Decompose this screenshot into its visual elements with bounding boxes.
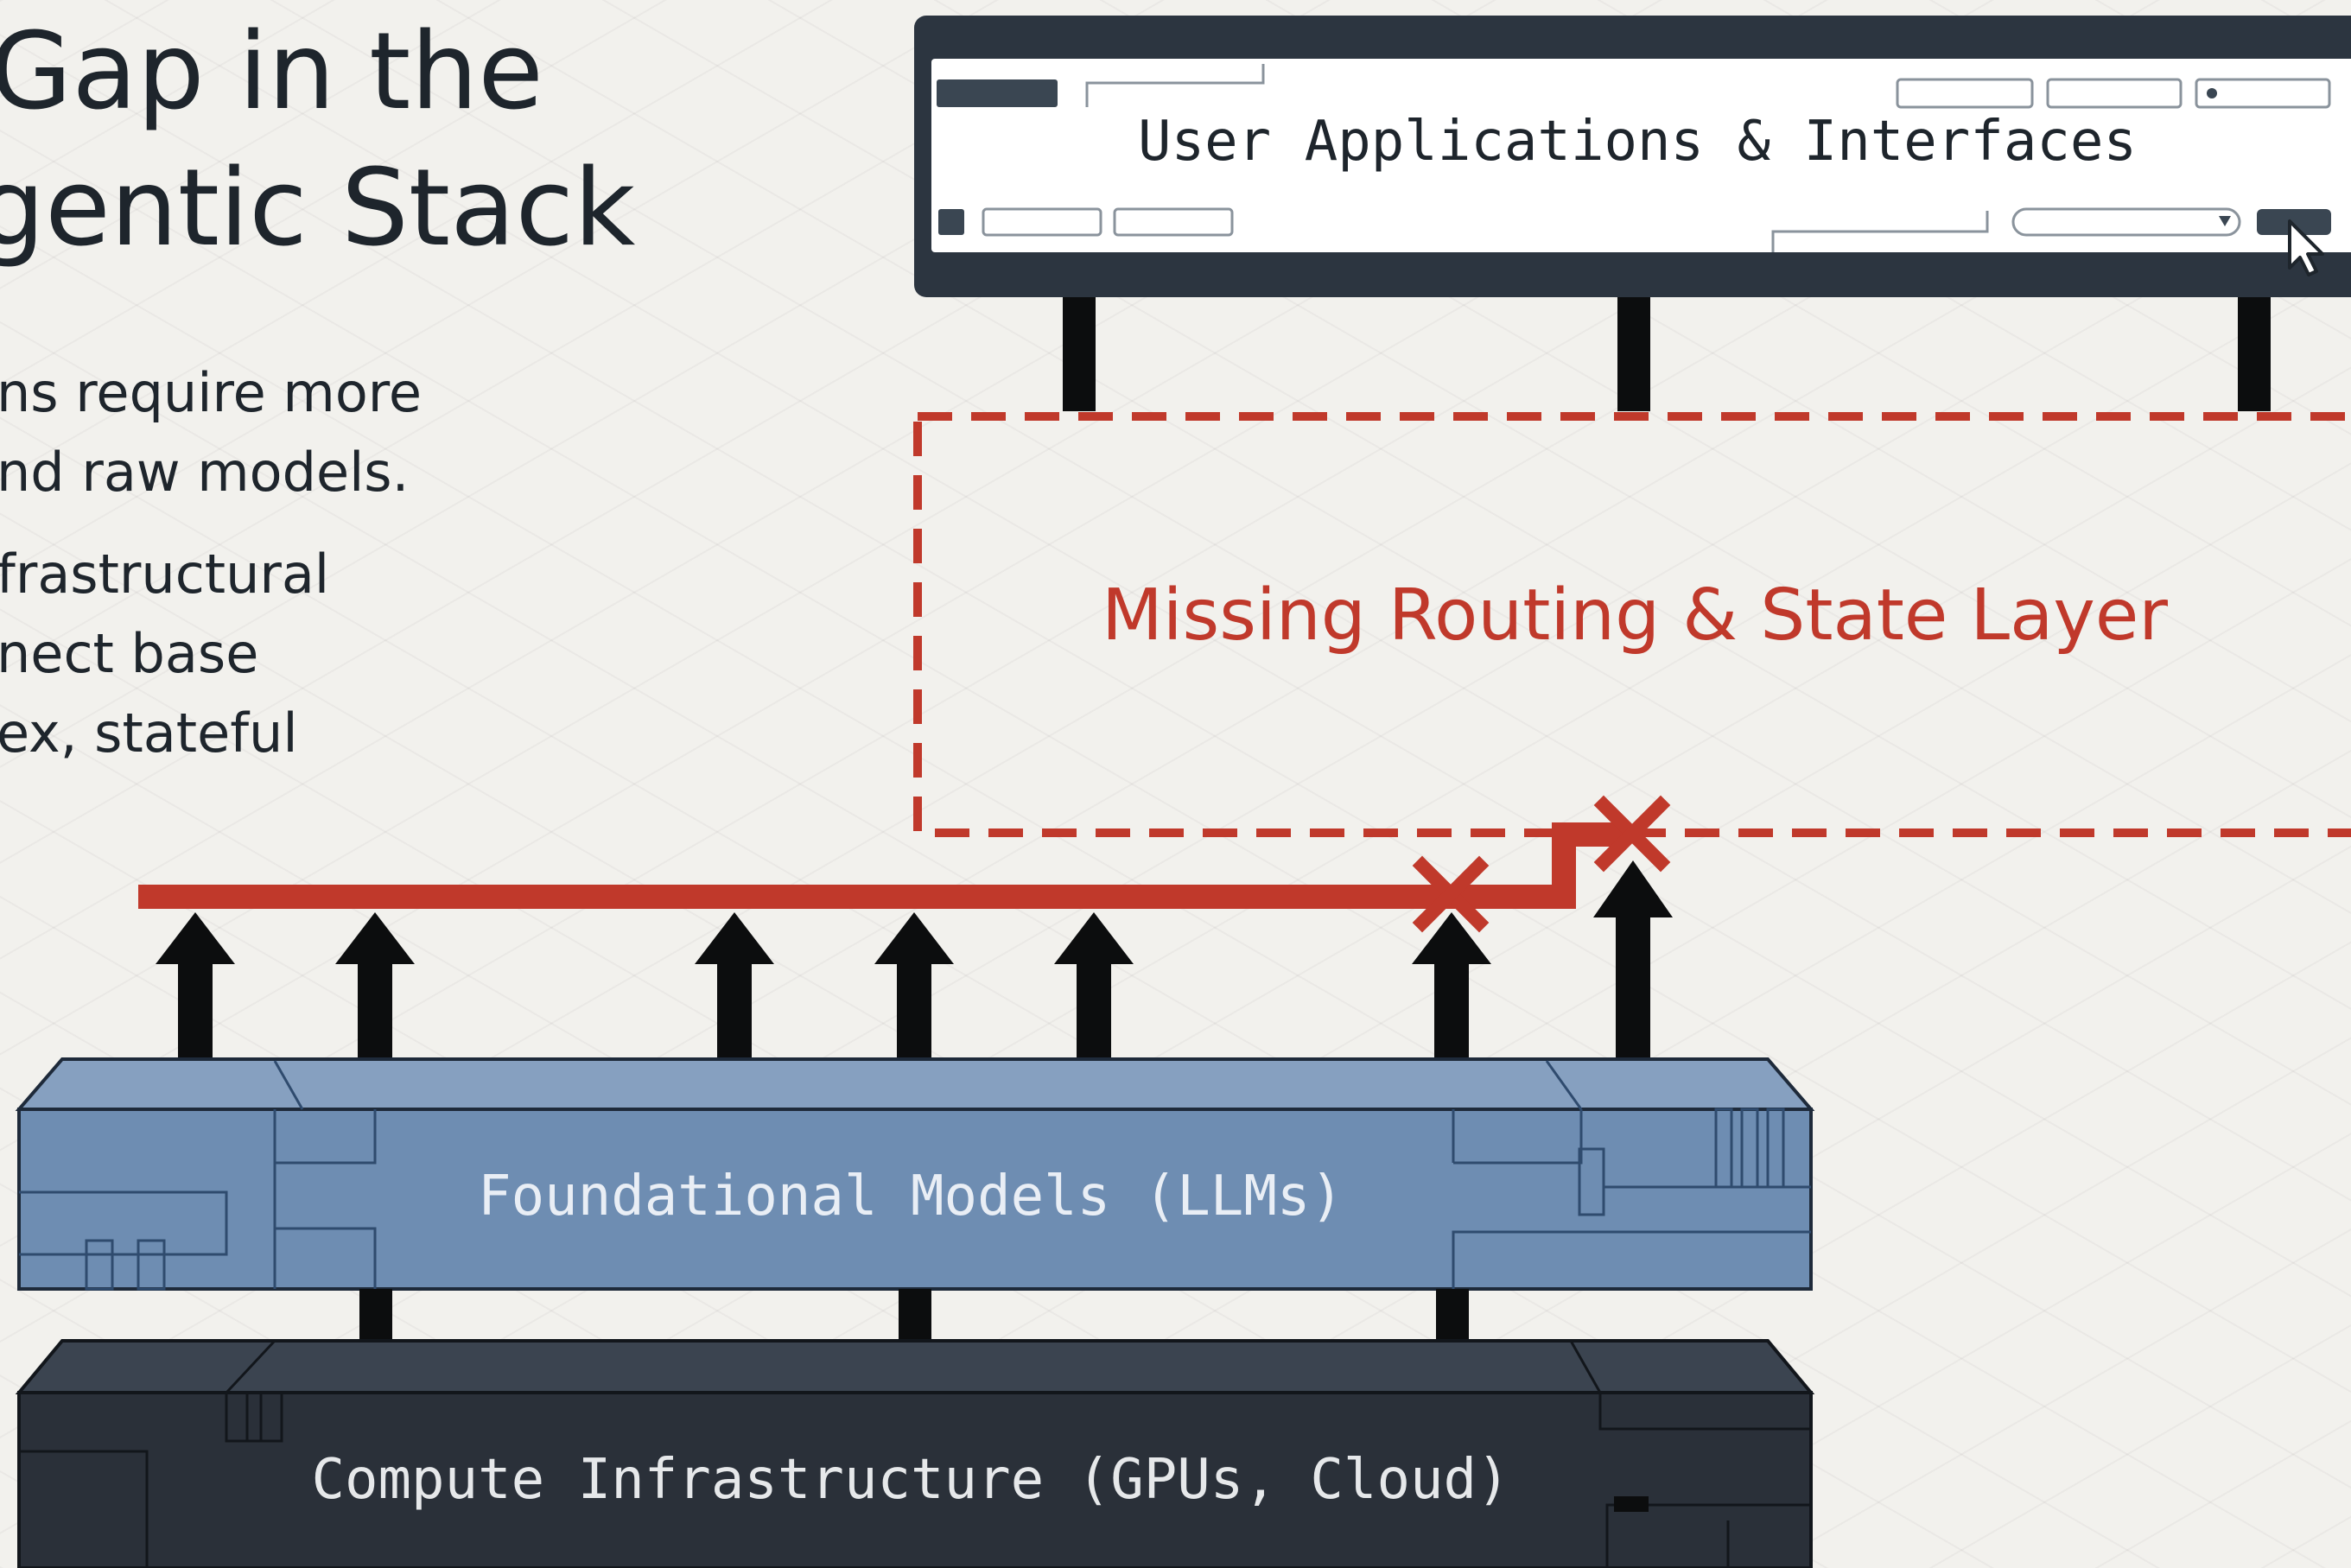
application-connectors <box>1063 297 2271 411</box>
body-text-line: nd raw models. <box>0 441 410 504</box>
body-text-line: ns require more <box>0 361 423 424</box>
up-arrow-icon <box>1412 912 1491 1080</box>
up-arrow-icon <box>1054 912 1134 1080</box>
slide-title-line-1: Gap in the <box>0 10 543 134</box>
up-arrow-icon <box>695 912 774 1080</box>
models-layer-label: Foundational Models (LLMs) <box>478 1165 1344 1228</box>
up-arrow-icons <box>156 860 1673 1080</box>
models-layer: Foundational Models (LLMs) <box>15 1057 1815 1291</box>
up-arrow-icon <box>1593 860 1673 1080</box>
body-text-line: nect base <box>0 622 259 685</box>
blocked-pathway <box>138 795 1671 933</box>
up-arrow-icon <box>335 912 415 1080</box>
applications-layer-label: User Applications & Interfaces <box>1138 110 2137 174</box>
up-arrow-icon <box>874 912 954 1080</box>
x-mark-icon <box>1412 855 1490 933</box>
body-text-line: frastructural <box>0 543 330 606</box>
compute-layer: Compute Infrastructure (GPUs, Cloud) <box>15 1339 1815 1568</box>
missing-layer-label: Missing Routing & State Layer <box>1102 575 2168 657</box>
applications-layer: User Applications & Interfaces <box>914 16 2351 297</box>
slide-title-line-2: gentic Stack <box>0 147 636 270</box>
up-arrow-icon <box>156 912 235 1080</box>
compute-layer-label: Compute Infrastructure (GPUs, Cloud) <box>311 1448 1509 1512</box>
cursor-icon <box>2288 219 2324 276</box>
body-text-line: ex, stateful <box>0 701 298 765</box>
x-mark-icon <box>1593 795 1671 873</box>
missing-layer: Missing Routing & State Layer <box>913 412 2351 837</box>
